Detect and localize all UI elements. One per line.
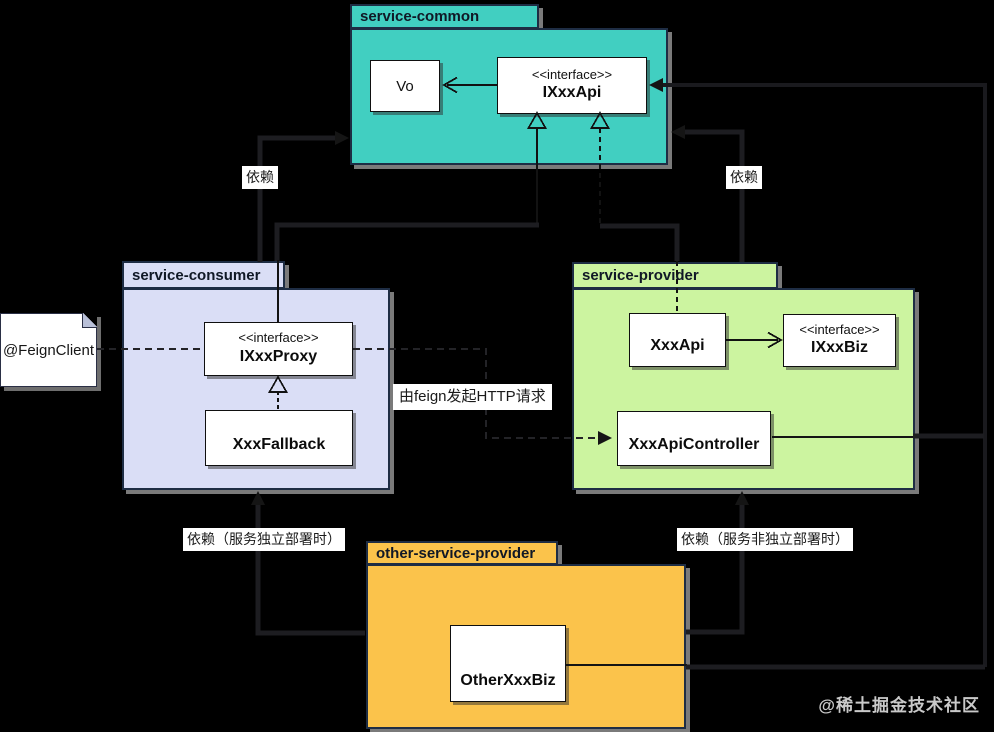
package-tab-service-provider: service-provider: [572, 262, 778, 289]
watermark-juejin: @稀土掘金技术社区: [818, 696, 980, 715]
note-text: @FeignClient: [2, 341, 95, 359]
class-name: IXxxBiz: [811, 339, 868, 357]
class-stereotype: <<interface>>: [799, 321, 880, 337]
class-name: IXxxApi: [542, 84, 602, 102]
class-name: XxxFallback: [232, 436, 326, 454]
package-title: other-service-provider: [376, 544, 536, 562]
class-name: IXxxProxy: [239, 347, 318, 365]
class-box-xxxfallback: XxxFallback: [205, 410, 353, 466]
edge-label-feign-http: 由feign发起HTTP请求: [393, 384, 552, 411]
class-box-xxxapicontroller: XxxApiController: [617, 411, 771, 466]
class-name: XxxApiController: [628, 436, 760, 454]
class-box-ixxxproxy: <<interface>> IXxxProxy: [204, 322, 353, 376]
class-box-xxxapi: XxxApi: [629, 313, 726, 367]
edge-label-dependency-right: 依赖: [726, 166, 762, 189]
edge-label-dependency-non-standalone: 依赖（服务非独立部署时）: [677, 528, 853, 551]
class-box-ixxxbiz: <<interface>> IXxxBiz: [783, 314, 896, 367]
class-name: XxxApi: [650, 337, 705, 355]
class-box-otherxxxbiz: OtherXxxBiz: [450, 625, 566, 702]
edge-label-dependency-left: 依赖: [242, 166, 278, 189]
class-box-vo: Vo: [370, 60, 440, 112]
package-title: service-common: [360, 8, 480, 25]
package-title: service-consumer: [132, 266, 261, 284]
class-name: Vo: [396, 77, 414, 95]
dependency-other-to-consumer: [251, 491, 365, 636]
class-stereotype: <<interface>>: [531, 66, 613, 82]
dependency-other-to-provider: [686, 491, 749, 635]
class-name: OtherXxxBiz: [460, 672, 556, 690]
note-fold-icon: [82, 313, 97, 328]
note-feignclient: @FeignClient: [0, 313, 97, 387]
class-box-ixxxapi: <<interface>> IXxxApi: [497, 57, 647, 114]
package-tab-service-consumer: service-consumer: [122, 261, 285, 289]
package-tab-service-common: service-common: [350, 4, 539, 29]
dependency-provider-to-common: [671, 125, 745, 262]
package-title: service-provider: [582, 267, 699, 284]
dependency-consumer-to-common: [257, 131, 349, 262]
edge-label-dependency-standalone: 依赖（服务独立部署时）: [183, 528, 345, 551]
package-tab-other-service-provider: other-service-provider: [366, 541, 558, 565]
class-stereotype: <<interface>>: [238, 330, 319, 346]
